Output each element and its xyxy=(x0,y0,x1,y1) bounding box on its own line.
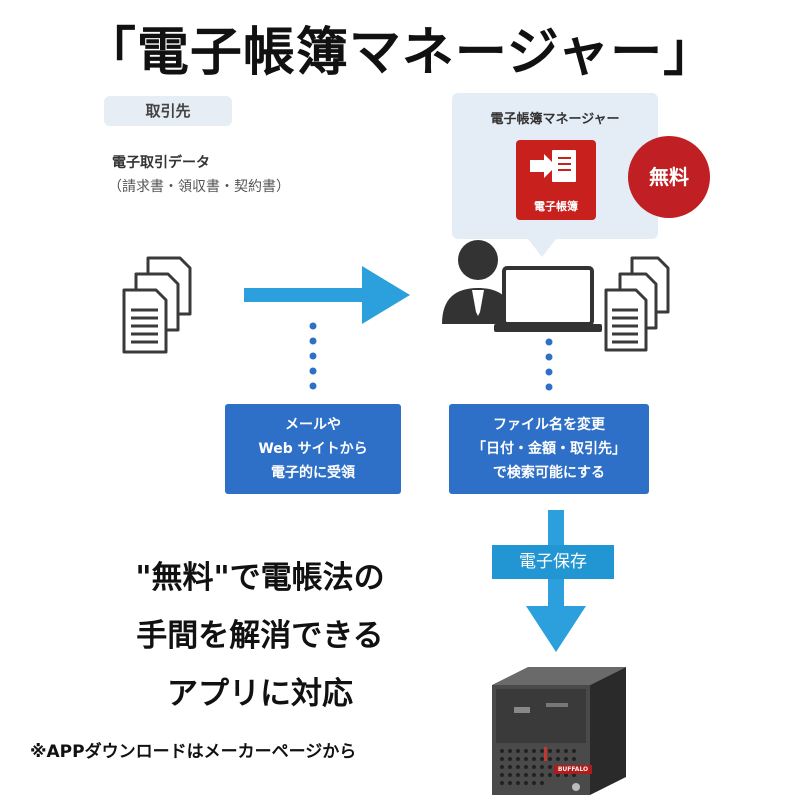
flow-arrow-down-icon xyxy=(526,510,586,652)
slogan-line: 手間を解消できる xyxy=(136,618,384,654)
e-transaction-heading: 電子取引データ xyxy=(112,155,210,171)
free-badge: 無料 xyxy=(628,136,710,218)
nas-device: BUFFALO xyxy=(484,663,634,798)
dotted-connector xyxy=(309,322,317,390)
download-footnote: ※APPダウンロードはメーカーページから xyxy=(30,742,357,762)
electronic-storage-label: 電子保存 xyxy=(492,545,614,579)
app-icon xyxy=(516,140,596,220)
nas-brand-label: BUFFALO xyxy=(554,765,592,774)
rename-step-box: ファイル名を変更 「日付・金額・取引先」 で検索可能にする xyxy=(449,404,649,494)
rename-step-line: 「日付・金額・取引先」 xyxy=(472,441,626,457)
user-laptop-icon xyxy=(442,240,602,332)
receive-step-line: メールや xyxy=(285,417,341,433)
app-name: 電子帳簿マネージャー xyxy=(490,112,620,127)
bubble-tail xyxy=(528,239,556,257)
slogan-line: "無料"で電帳法の xyxy=(135,560,385,596)
receive-step-line: Web サイトから xyxy=(258,441,368,457)
nas-device-icon xyxy=(492,667,626,795)
import-document-icon xyxy=(530,150,576,182)
rename-step-line: ファイル名を変更 xyxy=(493,417,605,433)
slogan-line: アプリに対応 xyxy=(167,676,353,712)
receive-step-line: 電子的に受領 xyxy=(271,465,355,481)
documents-icon xyxy=(122,256,192,354)
document-types: （請求書・領収書・契約書） xyxy=(108,179,290,195)
rename-step-line: で検索可能にする xyxy=(492,465,606,481)
documents-icon xyxy=(604,256,670,352)
partner-tag: 取引先 xyxy=(104,96,232,126)
app-icon-label: 電子帳簿 xyxy=(534,200,578,213)
flow-arrow-right-icon xyxy=(244,266,410,324)
receive-step-box: メールや Web サイトから 電子的に受領 xyxy=(225,404,401,494)
dotted-connector xyxy=(545,338,553,391)
page-title: 「電子帳簿マネージャー」 xyxy=(83,23,717,83)
